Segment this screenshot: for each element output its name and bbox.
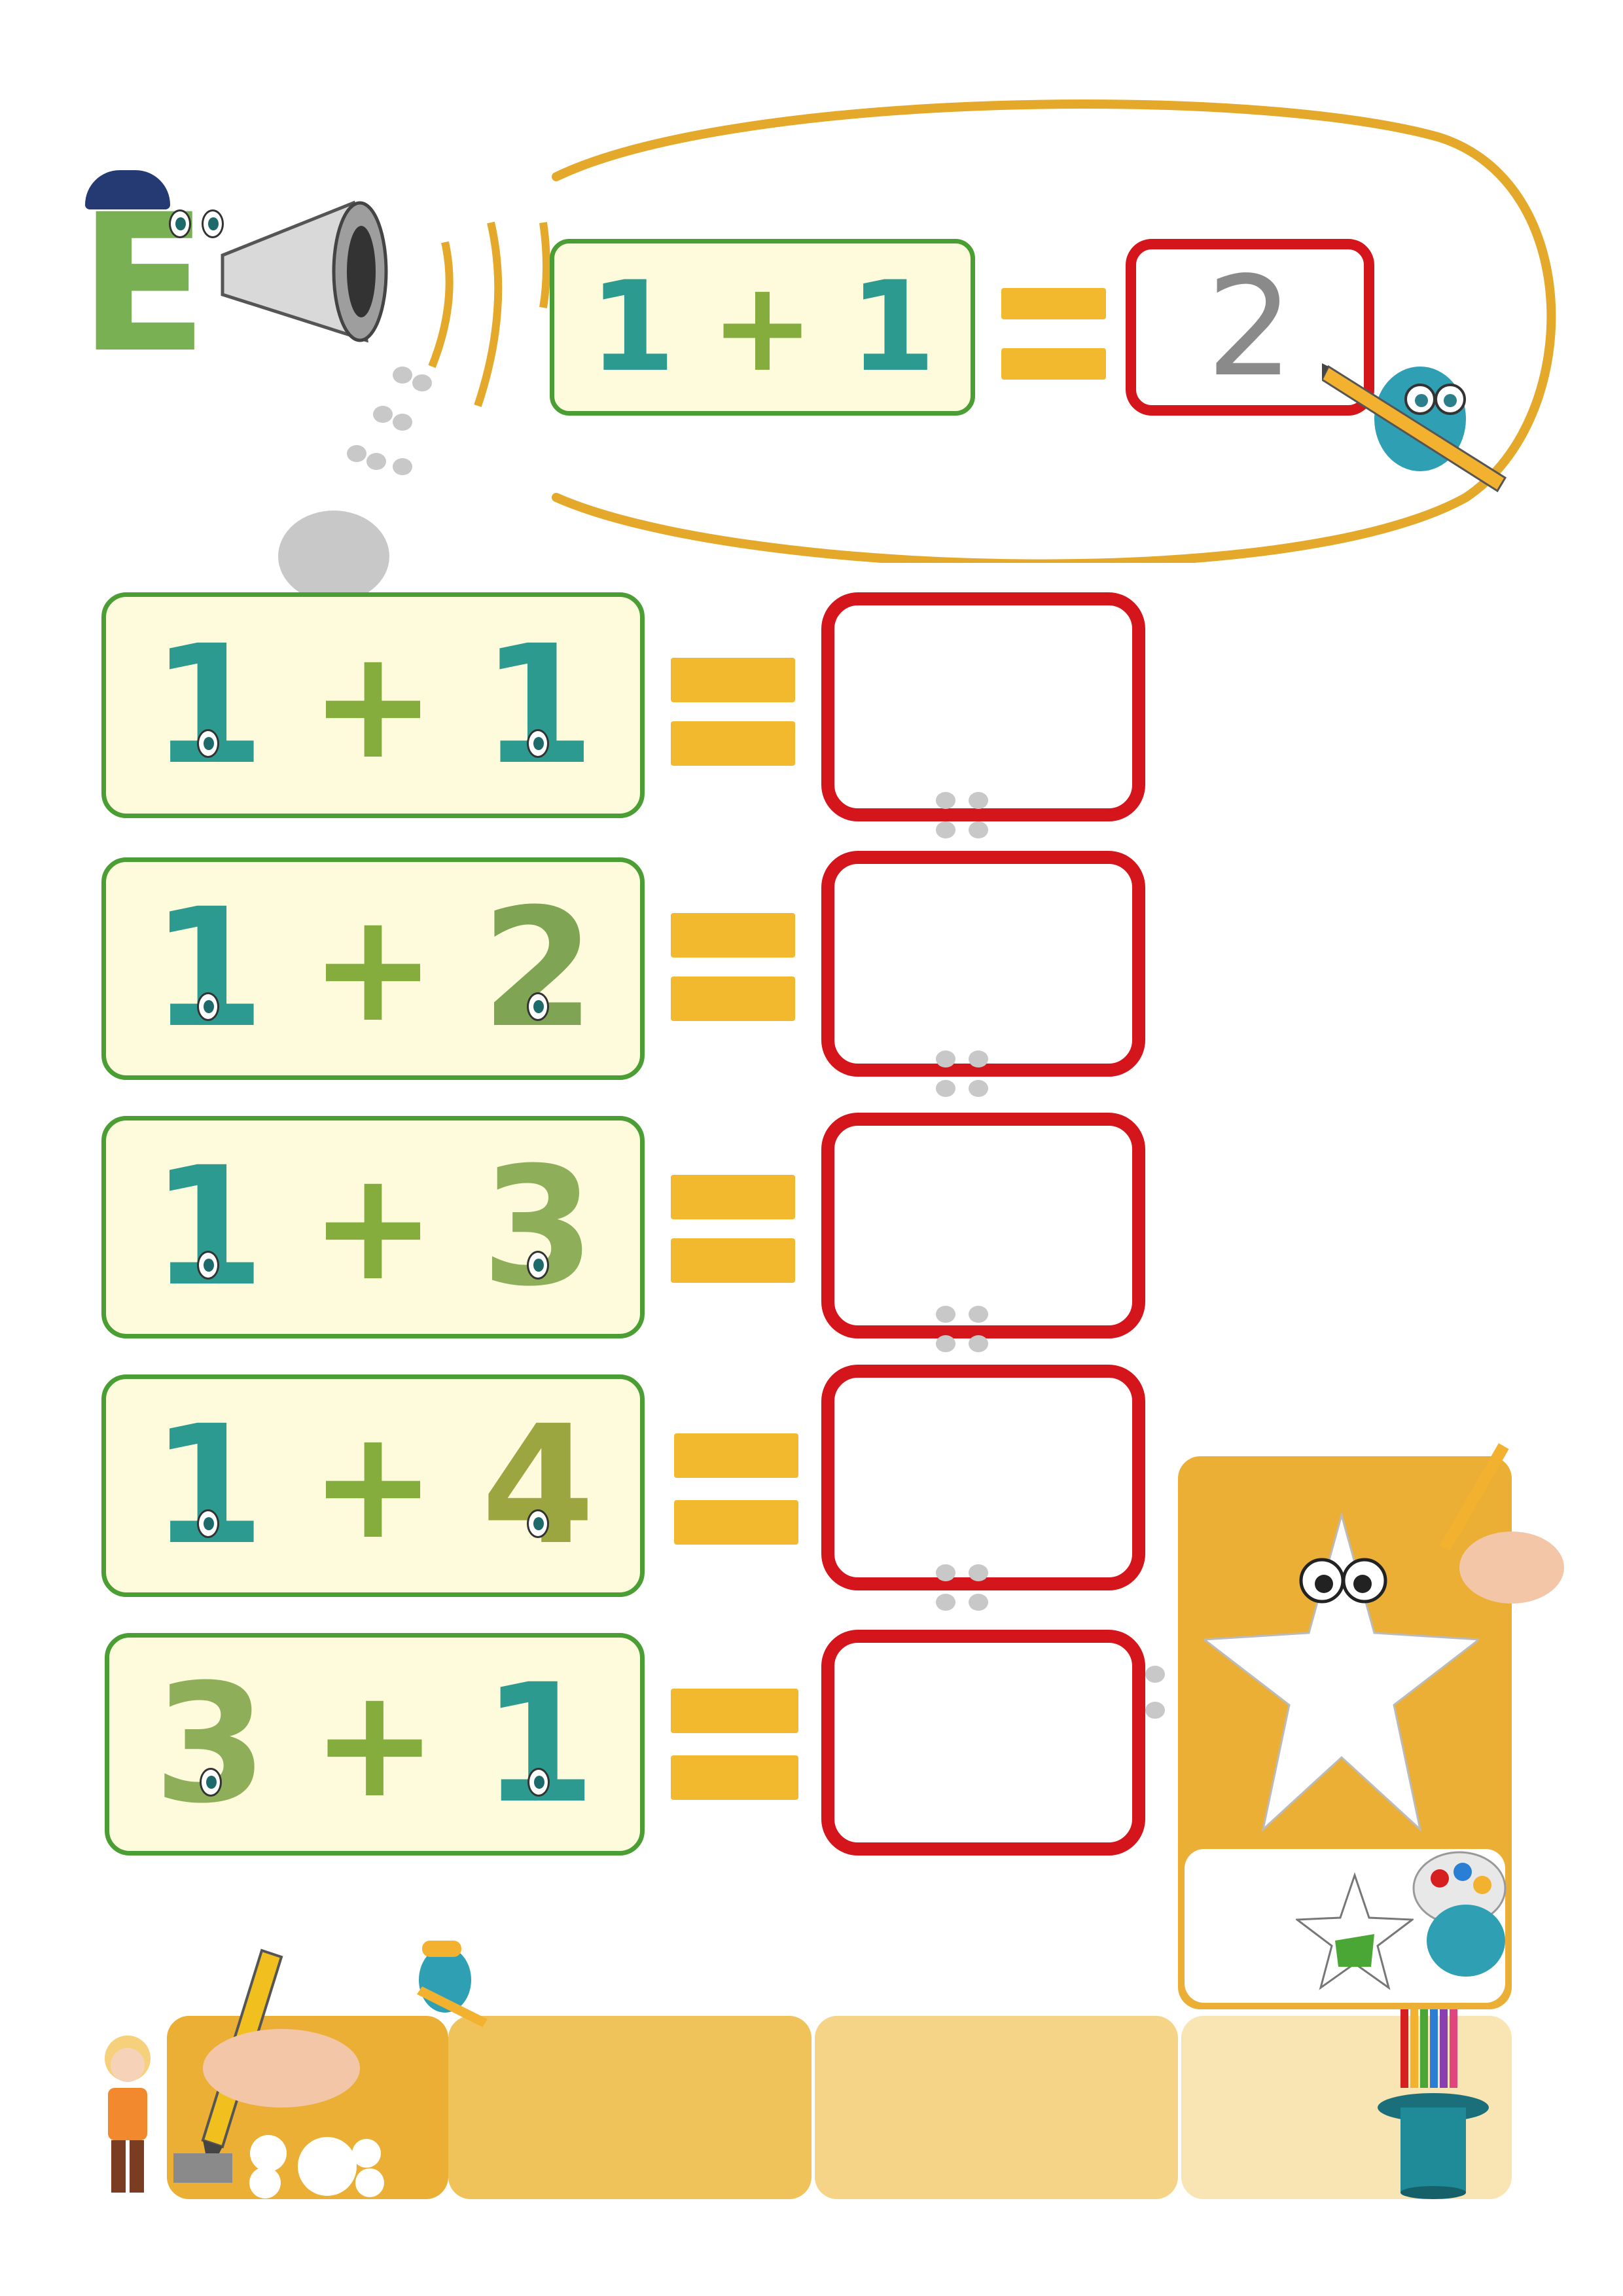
exercise-1-expression-card: 1 + 1 [101, 592, 645, 818]
exercise-5-left-digit: 3 [153, 1649, 268, 1839]
pencil-mascot-icon [1322, 363, 1507, 493]
exercise-2-plus-sign: + [310, 881, 437, 1056]
exercise-3-right-digit: 3 [481, 1132, 596, 1322]
reward-panel [1178, 1443, 1564, 2009]
paw-prints-icon [334, 367, 432, 484]
exercise-4-answer-box[interactable] [821, 1365, 1145, 1590]
green-star-example-icon [1296, 1872, 1414, 1990]
paint-palette-icon [1412, 1851, 1507, 1977]
example-equals-sign [1001, 288, 1106, 380]
small-pencil-mascot-icon [417, 1941, 488, 2027]
exercise-2-right-digit: 2 [481, 873, 596, 1064]
police-cap-icon [85, 170, 170, 209]
paw-prints-icon [936, 1306, 1001, 1358]
example-expression-card: 1 + 1 [550, 239, 975, 416]
exercise-4-plus-sign: + [310, 1398, 437, 1573]
star-creature-icon [1204, 1511, 1479, 1833]
exercise-2-answer-box[interactable] [821, 851, 1145, 1077]
exercise-5-expression-card: 3 + 1 [105, 1633, 645, 1856]
megaphone-mascot: E [79, 170, 406, 380]
sound-waves [428, 221, 550, 407]
exercise-4-equals-sign [674, 1433, 798, 1545]
exercise-5-equals-sign [671, 1689, 798, 1800]
child-figure-icon [105, 2036, 151, 2193]
exercise-5-answer-box[interactable] [821, 1630, 1145, 1856]
exercise-3-left-digit: 1 [151, 1132, 265, 1322]
exercise-3-expression-card: 1 + 3 [101, 1116, 645, 1338]
example-plus-sign: + [710, 255, 815, 399]
megaphone-icon [221, 200, 388, 343]
exercise-5-right-digit: 1 [482, 1649, 596, 1839]
magic-hat-icon [1378, 2009, 1489, 2199]
exercise-1-left-digit: 1 [151, 609, 265, 800]
exercise-4-left-digit: 1 [151, 1390, 265, 1581]
exercise-2-expression-card: 1 + 2 [101, 857, 645, 1080]
example-ellipse [552, 99, 1556, 563]
exercise-1-plus-sign: + [310, 617, 437, 793]
example-left-digit: 1 [589, 255, 676, 399]
example-answer-value: 2 [1206, 247, 1294, 407]
exercise-3-plus-sign: + [310, 1139, 437, 1314]
paw-prints-icon [936, 1564, 1001, 1617]
mascot-eye-icon [202, 209, 224, 238]
coloring-example-panel [1185, 1849, 1507, 2003]
exercise-1-answer-box[interactable] [821, 592, 1145, 821]
paw-prints-icon [936, 1050, 1001, 1103]
mascot-eye-icon [169, 209, 191, 238]
exercise-1-right-digit: 1 [481, 609, 596, 800]
exercise-1-equals-sign [671, 658, 795, 766]
hand-drawing-icon [1440, 1443, 1564, 1604]
paw-prints-icon [936, 792, 1001, 844]
footer-cell-2 [448, 2016, 812, 2199]
exercise-4-right-digit: 4 [481, 1390, 596, 1581]
exercise-5-plus-sign: + [312, 1657, 438, 1831]
exercise-3-answer-box[interactable] [821, 1113, 1145, 1338]
exercise-4-expression-card: 1 + 4 [101, 1374, 645, 1597]
exercise-3-equals-sign [671, 1175, 795, 1283]
exercise-2-left-digit: 1 [151, 873, 265, 1064]
hand-pencil-icon [173, 1948, 384, 2198]
footer-cell-3 [815, 2016, 1178, 2199]
example-right-digit: 1 [849, 255, 936, 399]
exercise-2-equals-sign [671, 913, 795, 1021]
